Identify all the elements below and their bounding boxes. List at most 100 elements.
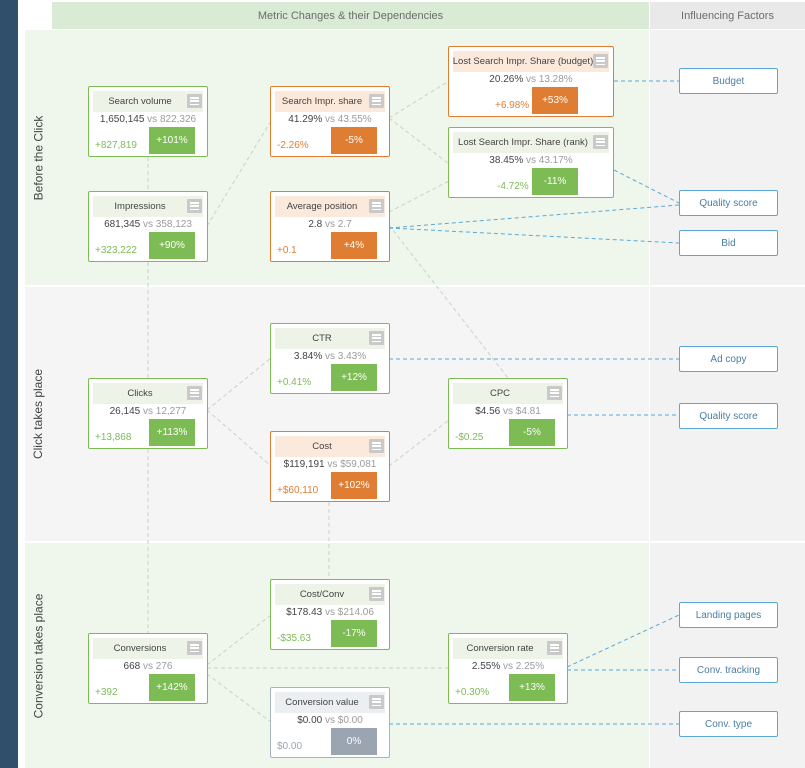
menu-icon[interactable] <box>547 386 562 400</box>
previous-value: 43.17% <box>538 155 573 166</box>
percent-change-badge: -5% <box>509 419 555 446</box>
metric-card-lost-impr-share-budget[interactable]: Lost Search Impr. Share (budget) 20.26% … <box>448 46 614 117</box>
menu-icon[interactable] <box>593 135 608 149</box>
link-clicks-cost <box>206 409 272 467</box>
current-value: 681,345 <box>104 219 141 230</box>
delta-value: -$0.25 <box>455 432 484 443</box>
percent-change-badge: +102% <box>331 472 377 499</box>
percent-change-badge: +4% <box>331 232 377 259</box>
vs-label: vs <box>325 219 335 230</box>
delta-value: $0.00 <box>277 741 303 752</box>
percent-change-badge: +90% <box>149 232 195 259</box>
metric-card-clicks[interactable]: Clicks 26,145 vs 12,277 +13,868 +113% <box>88 378 208 449</box>
link-impressions-imprshare <box>206 120 272 227</box>
current-value: 41.29% <box>288 114 323 125</box>
card-values: 41.29% vs 43.55% <box>271 114 389 125</box>
card-header: Conversion rate <box>453 638 563 659</box>
link-conversions-convvalue <box>206 673 272 723</box>
current-value: 668 <box>123 661 141 672</box>
metric-card-search-volume[interactable]: Search volume 1,650,145 vs 822,326 +827,… <box>88 86 208 157</box>
menu-icon[interactable] <box>369 587 384 601</box>
menu-icon[interactable] <box>369 439 384 453</box>
metric-card-conversion-rate[interactable]: Conversion rate 2.55% vs 2.25% +0.30% +1… <box>448 633 568 704</box>
metric-card-average-position[interactable]: Average position 2.8 vs 2.7 +0.1 +4% <box>270 191 390 262</box>
vs-label: vs <box>503 661 513 672</box>
menu-icon[interactable] <box>187 199 202 213</box>
metric-card-search-impr-share[interactable]: Search Impr. share 41.29% vs 43.55% -2.2… <box>270 86 390 157</box>
card-values: $178.43 vs $214.06 <box>271 607 389 618</box>
percent-change-badge: +13% <box>509 674 555 701</box>
delta-value: +0.30% <box>455 687 490 698</box>
delta-value: +392 <box>95 687 118 698</box>
card-values: $4.56 vs $4.81 <box>449 406 567 417</box>
factor-quality-score-cpc[interactable]: Quality score <box>679 403 778 429</box>
vs-label: vs <box>143 661 153 672</box>
vs-label: vs <box>143 406 153 417</box>
delta-value: +827,819 <box>95 140 137 151</box>
card-header: Clicks <box>93 383 203 404</box>
metric-card-ctr[interactable]: CTR 3.84% vs 3.43% +0.41% +12% <box>270 323 390 394</box>
link-avgpos-cpc <box>388 224 509 379</box>
delta-value: +0.1 <box>277 245 297 256</box>
current-value: $178.43 <box>286 607 323 618</box>
metric-card-impressions[interactable]: Impressions 681,345 vs 358,123 +323,222 … <box>88 191 208 262</box>
percent-change-badge: -5% <box>331 127 377 154</box>
factor-quality-score[interactable]: Quality score <box>679 190 778 216</box>
card-title: Cost/Conv <box>299 589 345 600</box>
menu-icon[interactable] <box>369 94 384 108</box>
link-lostrank-qualityscore <box>613 169 680 204</box>
vs-label: vs <box>143 219 153 230</box>
card-title: Search volume <box>108 96 172 107</box>
metric-card-lost-impr-share-rank[interactable]: Lost Search Impr. Share (rank) 38.45% vs… <box>448 127 614 198</box>
menu-icon[interactable] <box>187 94 202 108</box>
card-values: $119,191 vs $59,081 <box>271 459 389 470</box>
menu-icon[interactable] <box>593 54 608 68</box>
percent-change-badge: +142% <box>149 674 195 701</box>
factor-bid[interactable]: Bid <box>679 230 778 256</box>
vs-label: vs <box>503 406 513 417</box>
percent-change-badge: +113% <box>149 419 195 446</box>
card-title: Lost Search Impr. Share (rank) <box>458 137 588 148</box>
previous-value: 43.55% <box>337 114 372 125</box>
menu-icon[interactable] <box>187 641 202 655</box>
current-value: $4.56 <box>475 406 501 417</box>
vs-label: vs <box>325 607 335 618</box>
menu-icon[interactable] <box>369 695 384 709</box>
previous-value: $4.81 <box>515 406 541 417</box>
delta-value: +0.41% <box>277 377 312 388</box>
percent-change-badge: +101% <box>149 127 195 154</box>
previous-value: 3.43% <box>337 351 367 362</box>
card-title: CPC <box>489 388 511 399</box>
metric-card-conversion-value[interactable]: Conversion value $0.00 vs $0.00 $0.00 0% <box>270 687 390 758</box>
card-header: Conversion value <box>275 692 385 713</box>
header-influencing-factors: Influencing Factors <box>650 2 805 29</box>
metric-card-cpc[interactable]: CPC $4.56 vs $4.81 -$0.25 -5% <box>448 378 568 449</box>
link-cost-cpc <box>388 419 450 467</box>
vs-label: vs <box>325 715 335 726</box>
delta-value: -4.72% <box>497 181 529 192</box>
factor-landing-pages[interactable]: Landing pages <box>679 602 778 628</box>
delta-value: +323,222 <box>95 245 137 256</box>
card-values: 38.45% vs 43.17% <box>449 155 613 166</box>
metric-card-cost-conv[interactable]: Cost/Conv $178.43 vs $214.06 -$35.63 -17… <box>270 579 390 650</box>
card-title: Search Impr. share <box>281 96 363 107</box>
card-values: 26,145 vs 12,277 <box>89 406 207 417</box>
vs-label: vs <box>327 459 338 470</box>
factor-conv-tracking[interactable]: Conv. tracking <box>679 657 778 683</box>
factor-ad-copy[interactable]: Ad copy <box>679 346 778 372</box>
factor-budget[interactable]: Budget <box>679 68 778 94</box>
menu-icon[interactable] <box>369 199 384 213</box>
menu-icon[interactable] <box>369 331 384 345</box>
card-title: Conversion value <box>285 697 359 708</box>
menu-icon[interactable] <box>547 641 562 655</box>
metric-card-conversions[interactable]: Conversions 668 vs 276 +392 +142% <box>88 633 208 704</box>
vs-label: vs <box>147 114 158 125</box>
header-metric-changes: Metric Changes & their Dependencies <box>52 2 649 29</box>
card-header: Conversions <box>93 638 203 659</box>
percent-change-badge: -17% <box>331 620 377 647</box>
factor-conv-type[interactable]: Conv. type <box>679 711 778 737</box>
current-value: 26,145 <box>109 406 141 417</box>
metric-card-cost[interactable]: Cost $119,191 vs $59,081 +$60,110 +102% <box>270 431 390 502</box>
menu-icon[interactable] <box>187 386 202 400</box>
